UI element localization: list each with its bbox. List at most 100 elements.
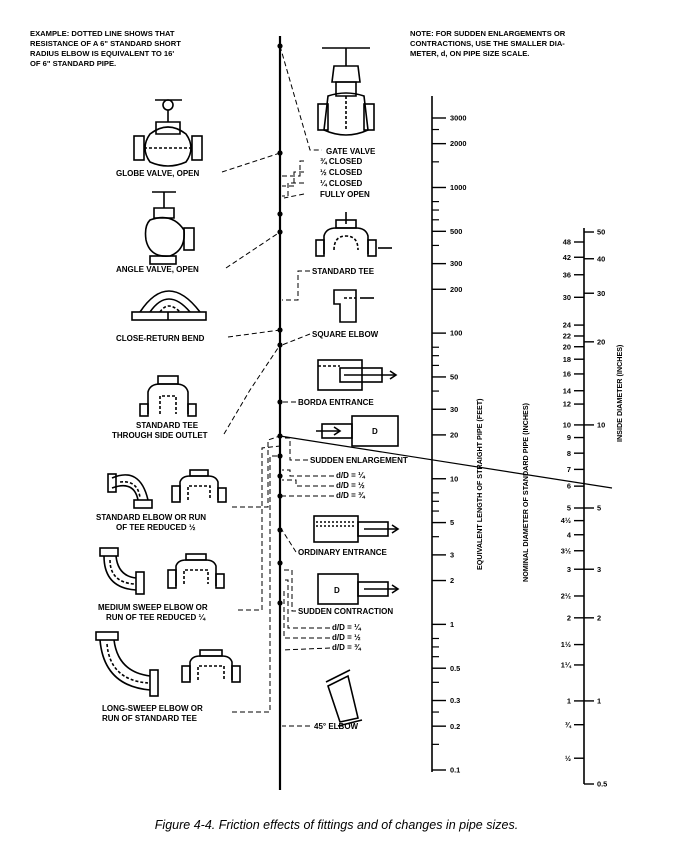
equivalent-length-label: 20 (450, 431, 458, 440)
inside-diameter-label: 20 (597, 337, 605, 346)
inside-diameter-label: 3 (597, 565, 601, 574)
equivalent-length-label: 0.1 (450, 766, 460, 775)
example-note-line: RESISTANCE OF A 6" STANDARD SHORT (30, 39, 181, 48)
label-sudden-enlargement: SUDDEN ENLARGEMENT (310, 456, 408, 465)
equivalent-length-label: 1000 (450, 183, 466, 192)
size-note-line: CONTRACTIONS, USE THE SMALLER DIA- (410, 39, 565, 48)
equivalent-length-ticks: 3000 2000 1000 500 300 200 100 50 30 20 10 5 3 2 1 0.5 0… (432, 114, 466, 775)
inside-diameter-label: 50 (597, 228, 605, 237)
nominal-diameter-label: 1½ (561, 640, 571, 649)
leader-lines (221, 45, 334, 727)
equivalent-length-label: 0.3 (450, 696, 460, 705)
long-sweep-elbow-drawing (95, 631, 159, 697)
nominal-diameter-label: 22 (563, 332, 571, 341)
label-enlargement-ratio: d/D = ¼ (336, 471, 366, 480)
label-medium-sweep-elbow: MEDIUM SWEEP ELBOW OR (98, 603, 208, 612)
equivalent-length-title: EQUIVALENT LENGTH OF STRAIGHT PIPE (FEET… (475, 398, 484, 570)
label-tee-side-outlet: STANDARD TEE (136, 421, 199, 430)
nominal-diameter-label: 3 (567, 565, 571, 574)
equivalent-length-scale: 3000 2000 1000 500 300 200 100 50 30 20 10 5 3 2 1 0.5 0… (431, 96, 484, 775)
nominal-diameter-label: 4½ (561, 516, 571, 525)
label-contraction-ratio: d/D = ½ (332, 633, 361, 642)
equivalent-length-label: 3 (450, 550, 454, 559)
label-gate-position: ½ CLOSED (320, 168, 362, 177)
nominal-diameter-label: 10 (563, 421, 571, 430)
angle-valve-drawing (144, 191, 195, 265)
inside-diameter-label: 10 (597, 421, 605, 430)
square-elbow-drawing (333, 289, 374, 323)
nominal-diameter-label: 2 (567, 613, 571, 622)
elbow-45-drawing (325, 669, 363, 727)
nominal-diameter-label: 5 (567, 504, 571, 513)
nominal-diameter-label: 42 (563, 253, 571, 262)
tee-reduced-half-drawing (171, 469, 227, 503)
equivalent-length-label: 300 (450, 259, 462, 268)
label-standard-elbow: STANDARD ELBOW OR RUN (96, 513, 206, 522)
nominal-diameter-label: 3½ (561, 546, 571, 555)
nominal-diameter-label: 1 (567, 697, 571, 706)
nominal-diameter-label: 12 (563, 400, 571, 409)
standard-tee-run-drawing (181, 649, 241, 683)
inside-diameter-label: 0.5 (597, 780, 607, 789)
label-close-return-bend: CLOSE-RETURN BEND (116, 334, 205, 343)
label-long-sweep-elbow: RUN OF STANDARD TEE (102, 714, 198, 723)
label-medium-sweep-elbow: RUN OF TEE REDUCED ¼ (106, 613, 206, 622)
inside-diameter-label: 2 (597, 613, 601, 622)
equivalent-length-label: 2 (450, 576, 454, 585)
nominal-diameter-label: 6 (567, 482, 571, 491)
nominal-diameter-ticks: 484236302422201816141210987654½43½32½21½… (561, 238, 584, 763)
nominal-diameter-label: 14 (563, 386, 572, 395)
example-note: EXAMPLE: DOTTED LINE SHOWS THAT RESISTAN… (30, 29, 181, 68)
close-return-bend-drawing (131, 290, 207, 321)
nominal-diameter-label: 36 (563, 270, 571, 279)
example-line (279, 435, 613, 489)
equivalent-length-label: 200 (450, 285, 462, 294)
equivalent-length-label: 1 (450, 620, 454, 629)
equivalent-length-label: 100 (450, 329, 462, 338)
label-enlargement-ratio: d/D = ½ (336, 481, 365, 490)
ordinary-entrance-drawing (313, 515, 400, 543)
label-gate-position: FULLY OPEN (320, 190, 370, 199)
example-note-line: RADIUS ELBOW IS EQUIVALENT TO 16' (30, 49, 174, 58)
equivalent-length-label: 30 (450, 405, 458, 414)
inside-diameter-label: 40 (597, 254, 605, 263)
sudden-enlargement-drawing: D (316, 415, 399, 447)
tee-side-outlet-drawing (139, 375, 197, 417)
nominal-diameter-label: 9 (567, 433, 571, 442)
label-angle-valve: ANGLE VALVE, OPEN (116, 265, 199, 274)
nominal-diameter-label: 16 (563, 370, 571, 379)
equivalent-length-label: 2000 (450, 139, 466, 148)
equivalent-length-label: 3000 (450, 114, 466, 123)
inside-diameter-label: 5 (597, 504, 601, 513)
globe-valve-drawing (133, 99, 203, 167)
standard-elbow-drawing (107, 473, 153, 509)
equivalent-length-label: 0.5 (450, 664, 460, 673)
tee-reduced-quarter-drawing (167, 553, 225, 589)
standard-tee-drawing (315, 212, 392, 257)
size-note-line: NOTE: FOR SUDDEN ENLARGEMENTS OR (410, 29, 566, 38)
label-ordinary-entrance: ORDINARY ENTRANCE (298, 548, 388, 557)
nominal-diameter-label: ½ (565, 754, 571, 763)
inside-diameter-label: 30 (597, 289, 605, 298)
equivalent-length-label: 500 (450, 227, 462, 236)
label-standard-tee: STANDARD TEE (312, 267, 375, 276)
nominal-diameter-label: 24 (563, 321, 572, 330)
nominal-diameter-label: 2½ (561, 592, 571, 601)
label-borda-entrance: BORDA ENTRANCE (298, 398, 374, 407)
label-gate-position: ¾ CLOSED (320, 157, 362, 166)
equivalent-length-label: 10 (450, 474, 458, 483)
equivalent-length-label: 50 (450, 373, 458, 382)
sudden-contraction-drawing: D (317, 573, 400, 605)
label-gate-valve: GATE VALVE (326, 147, 376, 156)
resistance-axis-dots (277, 43, 283, 606)
label-contraction-ratio: d/D = ¾ (332, 643, 362, 652)
size-note-line: METER, d, ON PIPE SIZE SCALE. (410, 49, 529, 58)
equivalent-length-label: 5 (450, 518, 454, 527)
nominal-diameter-label: 8 (567, 449, 571, 458)
enlargement-symbol: D (372, 427, 378, 436)
size-note: NOTE: FOR SUDDEN ENLARGEMENTS OR CONTRAC… (410, 29, 566, 58)
equivalent-length-label: 0.2 (450, 722, 460, 731)
label-standard-elbow: OF TEE REDUCED ½ (116, 523, 196, 532)
label-45-elbow: 45° ELBOW (314, 722, 359, 731)
